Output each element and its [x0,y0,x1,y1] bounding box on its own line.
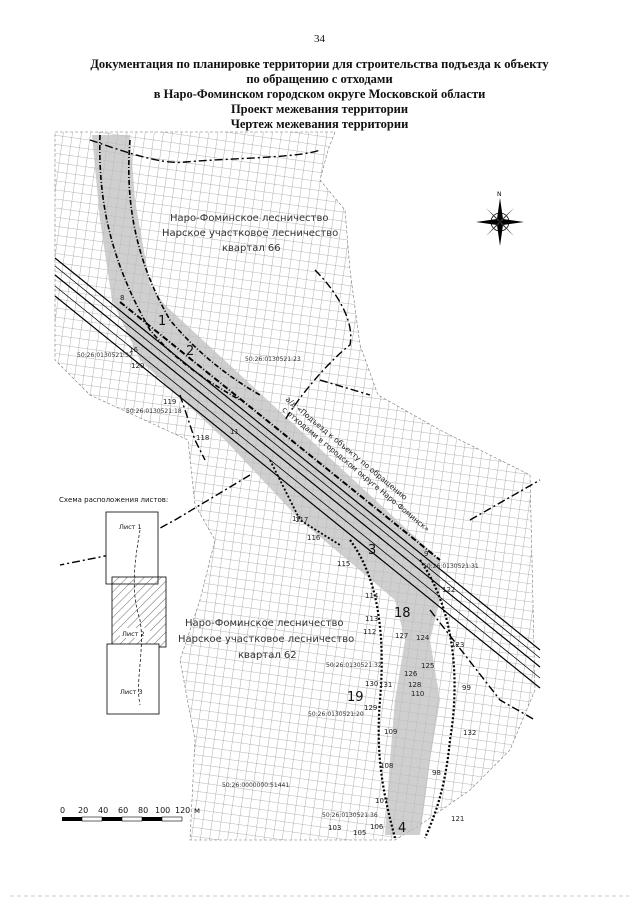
title-line-5: Чертеж межевания территории [230,117,409,131]
cadastral-label: 50:26:0130521:36 [322,812,378,819]
point-number: 98 [432,769,441,777]
point-number: 109 [384,728,397,736]
point-number: 112 [363,628,376,636]
title-line-2: по обращению с отходами [246,72,393,86]
scale-unit: м [194,806,200,815]
parcel-number: 3 [368,543,376,558]
point-number: 117 [295,516,308,524]
curved-boundary-lower [269,459,456,839]
point-number: 17 [292,515,301,523]
point-number: 113 [365,615,378,623]
point-number: 105 [353,829,366,837]
point-number: 125 [421,662,434,670]
sheet-3-box [106,643,160,715]
scale-tick: 120 [175,806,190,815]
forest-label-lower-1: Наро-Фоминское лесничество [185,618,344,629]
cadastral-label: 50:26:0130521:37 [77,352,133,359]
sheet-1-box [105,511,159,585]
point-number: 122 [442,586,455,594]
highway-lines [54,257,541,689]
forest-label-upper-2: Нарское участковое лесничество [162,228,338,239]
point-number: 8 [120,294,124,302]
compass-letter: N [497,191,502,198]
parcel-number: 1 [158,314,166,329]
compass-rose: N [476,191,524,246]
sheet-scheme: Схема расположения листов: Лист 1 Лист 2… [59,496,168,715]
cadastral-labels: 50:26:0130521:37 50:26:0130521:23 50:26:… [77,352,479,819]
point-number: 108 [380,762,393,770]
cadastral-label: 50:26:0130521:20 [308,711,364,718]
point-number: 132 [463,729,476,737]
forest-label-lower-2: Нарское участковое лесничество [178,634,354,645]
point-number: 124 [416,634,430,642]
point-numbers: 8 9 16 17 110 109 108 107 106 105 103 11… [120,294,476,837]
curved-road-upper [98,134,261,401]
point-number: 126 [404,670,418,678]
point-number: 110 [411,690,424,698]
point-number: 119 [163,398,176,406]
parcel-number: 19 [347,690,364,705]
point-number: 106 [370,823,384,831]
cadastral-label: 50:26:0130521:31 [423,563,479,570]
forest-label-lower-3: квартал 62 [238,650,297,661]
point-number: 127 [395,632,408,640]
scale-tick: 100 [155,806,170,815]
point-number: 130 [365,680,378,688]
forest-label-lower: Наро-Фоминское лесничество Нарское участ… [178,618,354,661]
point-number: 118 [196,434,209,442]
scale-tick: 0 [60,806,65,815]
scale-tick: 60 [118,806,128,815]
point-number: 107 [375,797,388,805]
sheet-scheme-title: Схема расположения листов: [59,496,168,504]
point-number: 123 [451,641,464,649]
point-number: 120 [131,362,144,370]
point-number: 129 [364,704,377,712]
scale-bar: 0 20 40 60 80 100 120 м [60,806,200,822]
sheet-1-label: Лист 1 [119,523,142,531]
sheet-2-label: Лист 2 [122,630,145,638]
parcel-number: 2 [186,344,194,359]
point-number: 121 [451,815,464,823]
point-number: 103 [328,824,341,832]
cadastral-label: 50:26:0130521:23 [245,356,301,363]
point-number: 9 [424,550,428,558]
cadastral-label: 50:26:0130521:32 [326,662,382,669]
cadastral-label: 50:26:0130521:18 [126,408,182,415]
sheet-3-label: Лист 3 [120,688,143,696]
point-number: 114 [365,592,379,600]
point-number: 128 [408,681,421,689]
forest-label-upper-3: квартал 66 [222,243,281,254]
point-number: 16 [129,346,138,354]
page-number: 34 [314,33,325,45]
parcel-numbers: 1 2 3 4 18 19 [158,314,411,836]
point-number: 116 [307,534,321,542]
point-number: 131 [379,681,392,689]
scale-tick: 40 [98,806,108,815]
right-of-way-zone [92,135,440,835]
point-number: 99 [462,684,471,692]
forest-label-upper-1: Наро-Фоминское лесничество [170,213,329,224]
parcel-number: 4 [398,821,406,836]
forest-label-upper: Наро-Фоминское лесничество Нарское участ… [162,213,338,254]
point-number: 11 [230,428,239,436]
title-line-4: Проект межевания территории [230,102,409,116]
title-line-3: в Наро-Фоминском городском округе Москов… [153,87,486,101]
point-number: 115 [337,560,350,568]
scale-tick: 20 [78,806,88,815]
scale-tick: 80 [138,806,148,815]
parcel-number: 18 [394,606,411,621]
title-line-1: Документация по планировке территории дл… [90,57,549,71]
cadastral-label: 50:26:0000000:51441 [222,782,289,789]
